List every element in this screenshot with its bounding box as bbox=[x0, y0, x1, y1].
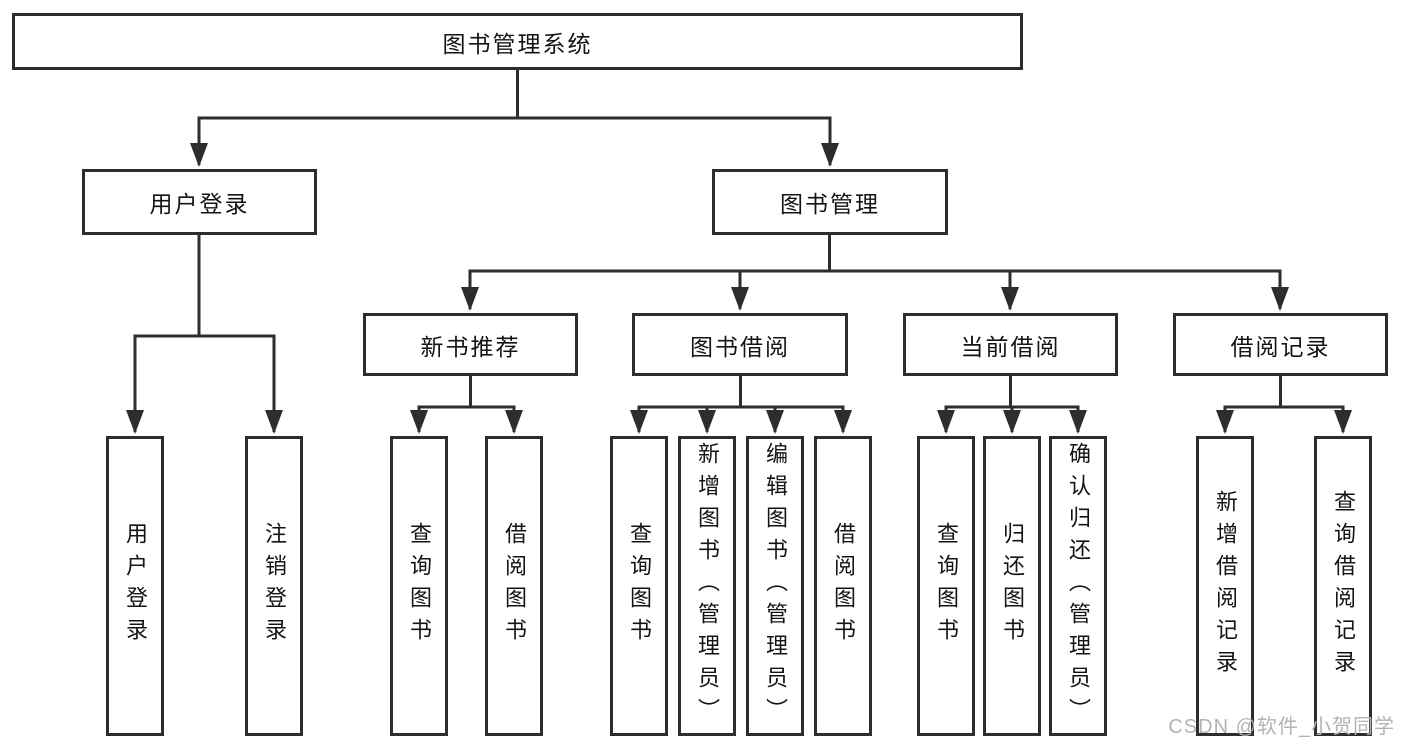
leaf-borrow-books: 借阅图书 bbox=[814, 436, 872, 736]
node-new-book-recommend: 新书推荐 bbox=[363, 313, 578, 376]
leaf-edit-book-admin: 编辑图书（管理员） bbox=[746, 436, 804, 736]
leaf-confirm-return-admin: 确认归还（管理员） bbox=[1049, 436, 1107, 736]
leaf-query-books-borrow: 查询图书 bbox=[610, 436, 668, 736]
leaf-logout-login: 注销登录 bbox=[245, 436, 303, 736]
leaf-query-books-current: 查询图书 bbox=[917, 436, 975, 736]
watermark: CSDN @软件_小贺同学 bbox=[1168, 716, 1395, 738]
node-library-system: 图书管理系统 bbox=[12, 13, 1023, 70]
leaf-add-book-admin: 新增图书（管理员） bbox=[678, 436, 736, 736]
node-borrow-records: 借阅记录 bbox=[1173, 313, 1388, 376]
node-current-borrow: 当前借阅 bbox=[903, 313, 1118, 376]
leaf-borrow-books-recommend: 借阅图书 bbox=[485, 436, 543, 736]
leaf-query-books-recommend: 查询图书 bbox=[390, 436, 448, 736]
leaf-add-borrow-record: 新增借阅记录 bbox=[1196, 436, 1254, 736]
leaf-return-book: 归还图书 bbox=[983, 436, 1041, 736]
node-book-management: 图书管理 bbox=[712, 169, 948, 235]
node-book-borrow: 图书借阅 bbox=[632, 313, 848, 376]
leaf-user-login: 用户登录 bbox=[106, 436, 164, 736]
leaf-query-borrow-record: 查询借阅记录 bbox=[1314, 436, 1372, 736]
node-user-login: 用户登录 bbox=[82, 169, 317, 235]
